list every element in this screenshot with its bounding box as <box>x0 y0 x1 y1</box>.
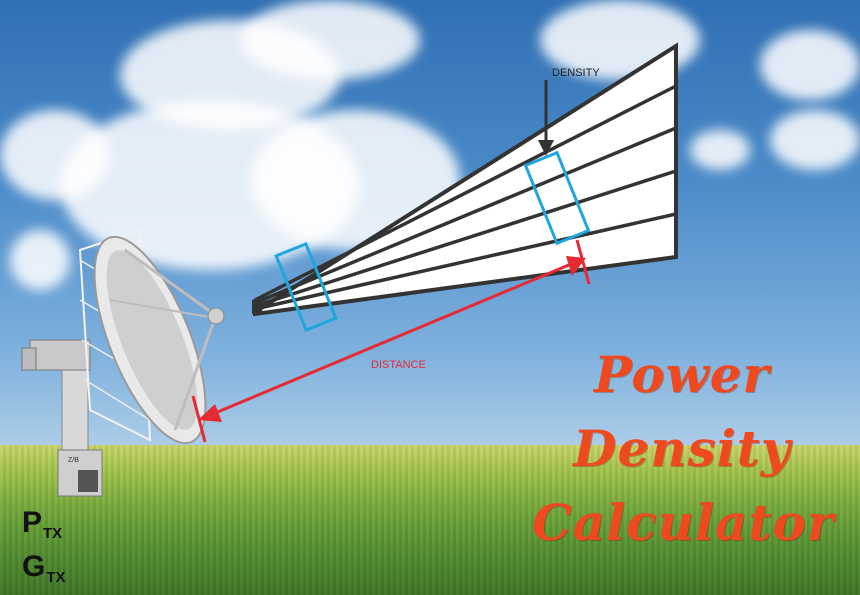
cloud <box>10 230 70 290</box>
title-line-2: Density <box>573 419 791 478</box>
density-box-near <box>274 241 338 333</box>
cloud <box>240 0 420 80</box>
cloud <box>770 110 860 170</box>
density-box-far <box>523 150 591 246</box>
grass-field <box>0 445 860 595</box>
distance-label: DISTANCE <box>371 359 426 371</box>
cloud <box>0 110 110 200</box>
distance-arrow <box>191 239 591 443</box>
ptx-main: P <box>22 506 43 539</box>
page-title: Power Density Calculator <box>532 338 835 560</box>
ptx-sub: TX <box>43 525 63 542</box>
cloud <box>760 30 860 100</box>
cloud <box>690 130 750 170</box>
gtx-main: G <box>22 550 46 583</box>
dish-mark-text: Z/B <box>68 457 79 464</box>
gtx-symbol: GTX <box>22 552 66 593</box>
satellite-dish-icon <box>21 228 225 497</box>
title-line-1: Power <box>594 345 770 404</box>
ptx-symbol: PTX <box>22 508 62 549</box>
gtx-sub: TX <box>46 569 66 586</box>
grass-texture <box>0 445 860 595</box>
density-label: DENSITY <box>552 67 600 79</box>
beam-icon <box>252 42 678 317</box>
title-line-3: Calculator <box>532 493 835 552</box>
density-arrowhead <box>538 140 554 156</box>
